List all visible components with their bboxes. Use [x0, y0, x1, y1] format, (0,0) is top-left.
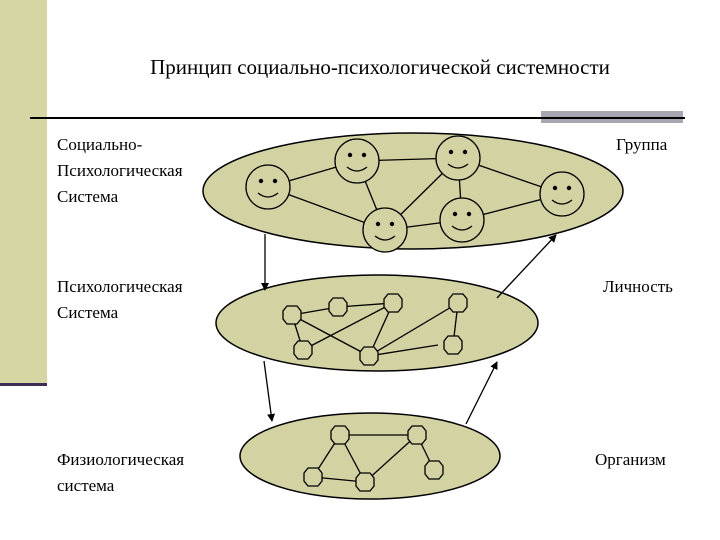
octagon-node-icon — [407, 425, 427, 445]
octagon-node-icon — [355, 472, 375, 492]
octagon-node-icon — [359, 346, 379, 366]
label-organism: Организм — [595, 450, 666, 469]
octagon-node-icon — [448, 293, 468, 313]
smiley-face-icon — [439, 197, 485, 243]
label-group: Группа — [616, 135, 668, 154]
arrow-personality-to-organism — [263, 360, 276, 422]
organism-network-nodes — [303, 425, 444, 492]
sidebar-decoration — [0, 0, 47, 383]
smiley-face-icon — [539, 171, 585, 217]
sidebar-divider — [0, 383, 47, 386]
smiley-face-icon — [245, 164, 291, 210]
arrow-personality-to-group — [496, 234, 557, 299]
label-personality: Личность — [603, 277, 673, 296]
octagon-node-icon — [424, 460, 444, 480]
smiley-face-icon — [334, 138, 380, 184]
label-social-line3: Система — [57, 187, 119, 206]
smiley-face-icon — [435, 135, 481, 181]
smiley-face-icon — [362, 207, 408, 253]
slide-title: Принцип социально-психологической систем… — [150, 55, 610, 79]
label-psych-system: Психологическая Система — [57, 274, 183, 326]
octagon-node-icon — [282, 305, 302, 325]
title-rule — [30, 117, 685, 119]
octagon-node-icon — [383, 293, 403, 313]
octagon-node-icon — [328, 297, 348, 317]
arrow-organism-to-personality — [465, 361, 498, 425]
label-social-system: Социально- Психологическая Система — [57, 132, 183, 210]
octagon-node-icon — [293, 340, 313, 360]
octagon-node-icon — [303, 467, 323, 487]
octagon-node-icon — [443, 335, 463, 355]
label-psych-line1: Психологическая — [57, 277, 183, 296]
group-ellipse — [202, 132, 624, 250]
personality-network-nodes — [282, 293, 468, 366]
octagon-node-icon — [330, 425, 350, 445]
label-phys-line2: система — [57, 476, 115, 495]
label-phys-line1: Физиологическая — [57, 450, 185, 469]
label-psych-line2: Система — [57, 303, 119, 322]
label-social-line1: Социально- — [57, 135, 143, 154]
label-social-line2: Психологическая — [57, 161, 183, 180]
label-phys-system: Физиологическая система — [57, 447, 184, 499]
